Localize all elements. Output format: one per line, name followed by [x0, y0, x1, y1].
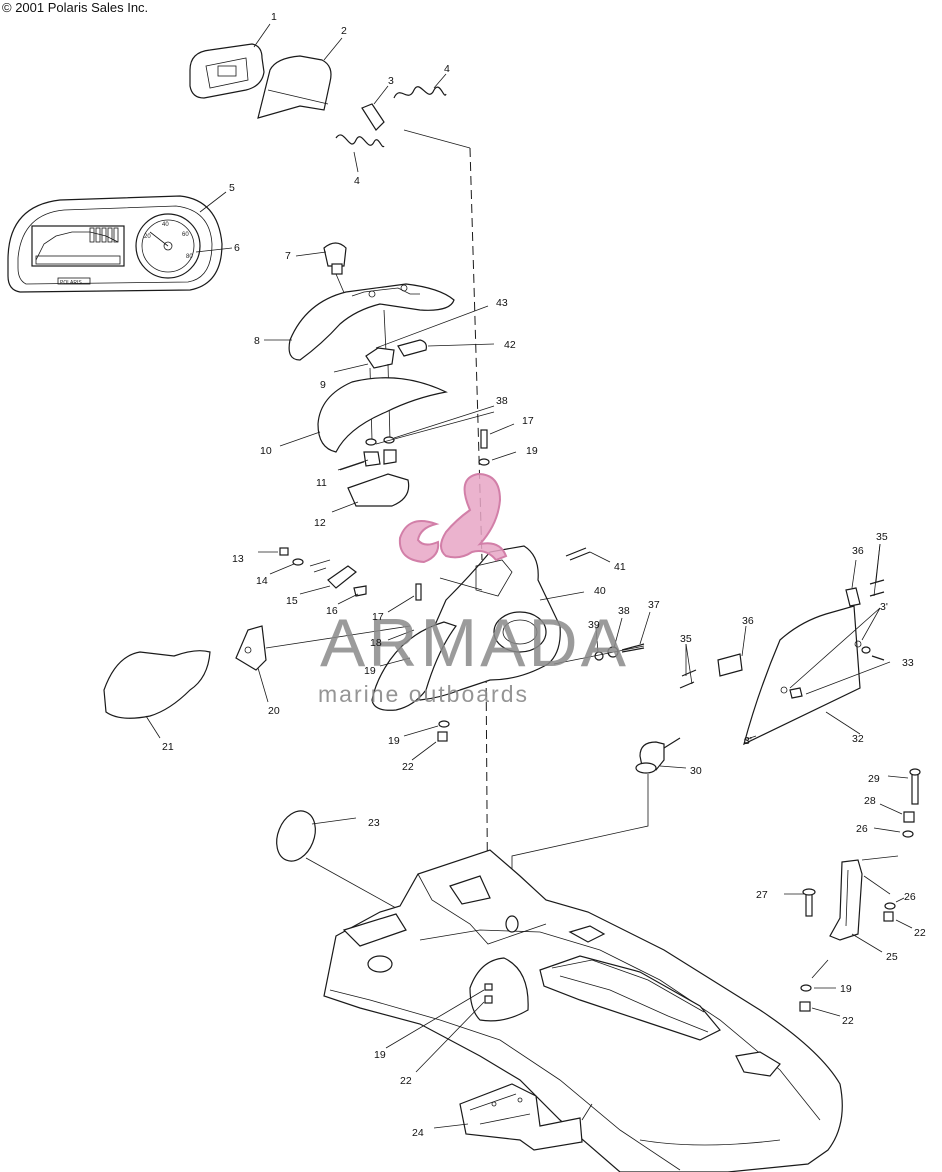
part-display-lens: [257, 37, 343, 119]
part-hull: [323, 849, 843, 1172]
callout-41: 41: [614, 561, 626, 573]
callout-24: 24: [412, 1127, 424, 1139]
part-console-fasteners: [403, 720, 450, 761]
part-strut-25: [829, 855, 899, 953]
callout-21: 21: [162, 741, 174, 753]
part-instrument-cluster: 20 40 60 80 POLARIS: [7, 191, 233, 293]
part-mounting-bracket: [433, 1083, 593, 1151]
callout-28: 28: [864, 795, 876, 807]
callout-37: 37: [648, 599, 660, 611]
part-switch: [511, 737, 687, 920]
callout-19c: 19: [388, 735, 400, 747]
callout-1: 1: [271, 11, 277, 23]
watermark-logo: [398, 472, 508, 564]
part-visor-shield: [279, 377, 448, 453]
part-steering-console: [371, 545, 585, 711]
part-mirror: [103, 650, 211, 739]
part-nuts-right: [883, 897, 913, 929]
part-bolt-37: [553, 611, 651, 665]
svg-text:40: 40: [162, 222, 169, 228]
callout-19e: 19: [374, 1049, 386, 1061]
part-knob: [295, 242, 349, 303]
part-hinge-left: [679, 625, 747, 689]
callout-6: 6: [234, 242, 240, 254]
part-pins-41: [565, 547, 611, 563]
callout-20: 20: [268, 705, 280, 717]
callout-32: 32: [852, 733, 864, 745]
callout-38: 38: [496, 395, 508, 407]
part-console-hardware: [379, 583, 422, 667]
callout-37b: 3': [880, 601, 888, 613]
part-hinge-right: [789, 543, 891, 699]
callout-19: 19: [526, 445, 538, 457]
svg-text:20: 20: [144, 234, 151, 240]
callout-17: 17: [522, 415, 534, 427]
callout-19d: 19: [840, 983, 852, 995]
callout-5: 5: [229, 182, 235, 194]
callout-11: 11: [316, 477, 327, 489]
callout-26: 26: [856, 823, 868, 835]
part-upper-panel: [264, 283, 455, 361]
watermark-brand: ARMADA: [320, 605, 629, 681]
callout-22b: 22: [914, 927, 926, 939]
callout-40: 40: [594, 585, 606, 597]
part-nuts-washers: [337, 405, 495, 471]
callout-3: 3: [388, 75, 394, 87]
callout-22c: 22: [842, 1015, 854, 1027]
callout-labels: 1 2 3 4 4 5 6 7 8 43 42 9 38 17 10 19 11…: [162, 11, 926, 1139]
callout-16: 16: [326, 605, 338, 617]
callout-35: 35: [876, 531, 888, 543]
callout-4b: 4: [354, 175, 360, 187]
callout-2: 2: [341, 25, 347, 37]
svg-text:60: 60: [182, 232, 189, 238]
callout-33: 33: [902, 657, 914, 669]
callout-31: 3': [744, 735, 752, 747]
callout-13: 13: [232, 553, 244, 565]
part-bezel-frame: [189, 23, 271, 99]
callout-36: 36: [852, 545, 864, 557]
callout-4: 4: [444, 63, 450, 75]
callout-25: 25: [886, 951, 898, 963]
callout-8: 8: [254, 335, 260, 347]
callout-38b: 38: [618, 605, 630, 617]
callout-29: 29: [868, 773, 880, 785]
part-oval-decal: [276, 810, 397, 909]
svg-text:80: 80: [186, 254, 193, 260]
watermark-tagline: marine outboards: [318, 681, 529, 707]
callout-30: 30: [690, 765, 702, 777]
callout-15: 15: [286, 595, 298, 607]
callout-26b: 26: [904, 891, 916, 903]
part-bolt-stack: [873, 768, 921, 838]
part-lower-right-fasteners: [799, 959, 841, 1017]
callout-18: 18: [370, 637, 382, 649]
callout-27: 27: [756, 889, 768, 901]
callout-35b: 35: [680, 633, 692, 645]
callout-43: 43: [496, 297, 508, 309]
callout-42: 42: [504, 339, 516, 351]
callout-14: 14: [256, 575, 268, 587]
copyright-notice: © 2001 Polaris Sales Inc.: [2, 0, 149, 15]
callout-39: 39: [588, 619, 600, 631]
part-mirror-mount: [235, 625, 411, 703]
callout-12: 12: [314, 517, 326, 529]
callout-9: 9: [320, 379, 326, 391]
part-spring-pins: [335, 73, 447, 173]
tachometer-bargraph: [89, 227, 119, 243]
callout-23: 23: [368, 817, 380, 829]
part-small-hardware: [258, 547, 367, 605]
callout-19b: 19: [364, 665, 376, 677]
callout-36b: 36: [742, 615, 754, 627]
part-pin-27: [784, 888, 816, 917]
callout-7: 7: [285, 250, 291, 262]
callout-22d: 22: [400, 1075, 412, 1087]
part-screw-upper: [478, 423, 517, 466]
part-bracket: [333, 305, 495, 441]
callout-22: 22: [402, 761, 414, 773]
callout-10: 10: [260, 445, 272, 457]
part-storage-lid: [743, 605, 862, 746]
part-decal-plate: [331, 473, 410, 513]
callout-17b: 17: [372, 611, 384, 623]
cluster-brand-label: POLARIS: [60, 280, 82, 286]
